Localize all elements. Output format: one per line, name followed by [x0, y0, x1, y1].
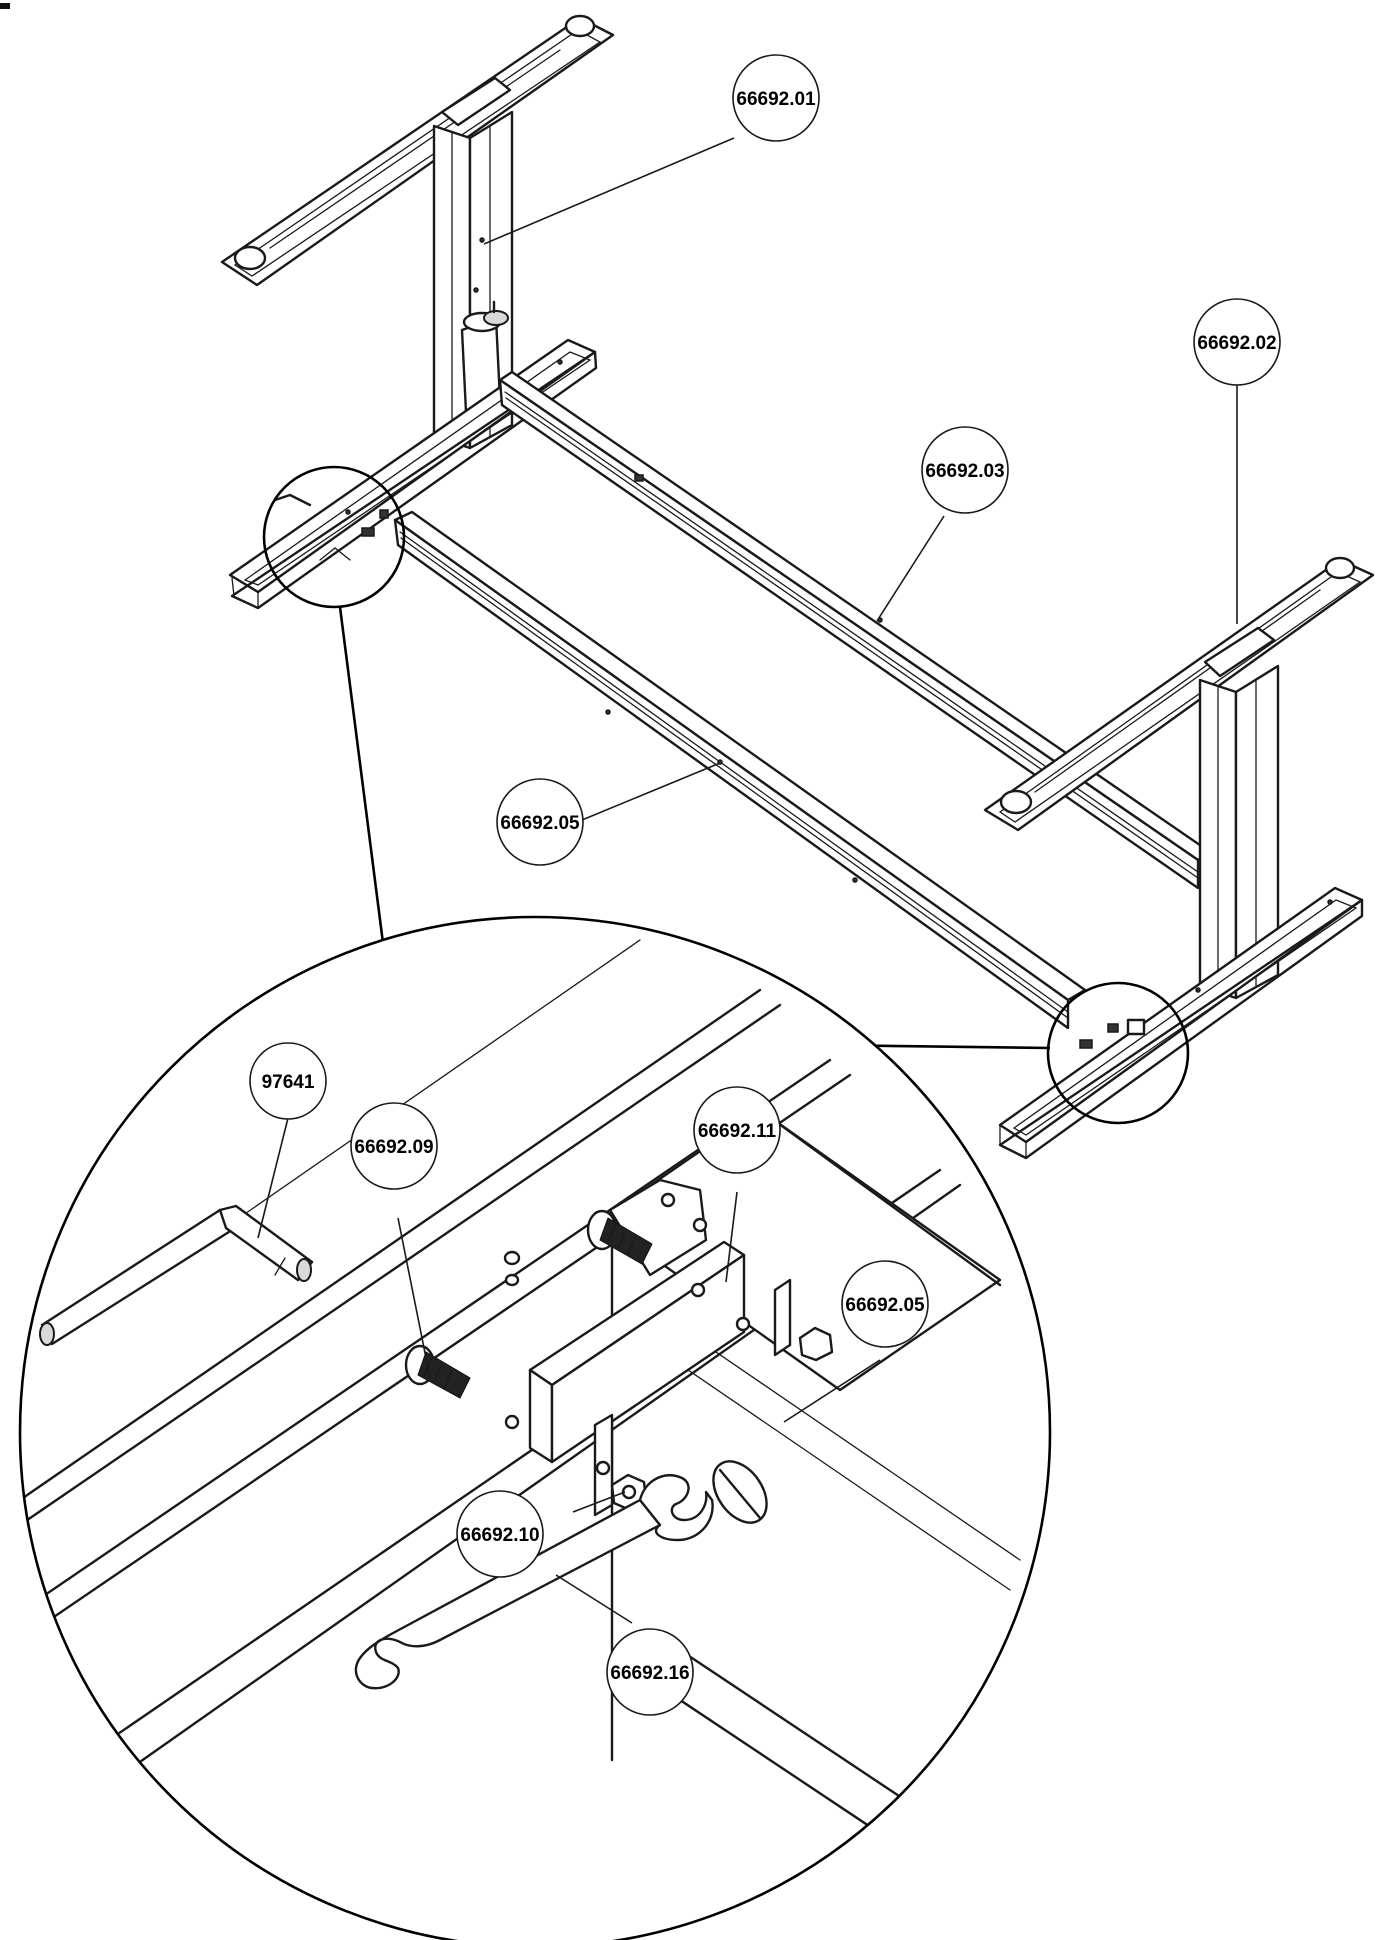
- bolt-upper: [586, 1209, 653, 1265]
- callout-label: 66692.11: [698, 1121, 777, 1142]
- callout-label: 66692.03: [925, 461, 1004, 482]
- callout-66692-05-top: 66692.05: [496, 778, 584, 866]
- callout-label: 66692.02: [1197, 333, 1276, 354]
- bolt-66692-09: [404, 1344, 471, 1399]
- table-frame-assembly: [220, 14, 1375, 1160]
- corner-mark: [0, 3, 10, 9]
- callout-66692-02: 66692.02: [1193, 298, 1281, 386]
- right-top-support: [983, 556, 1375, 1000]
- upper-crossbar: [498, 370, 1212, 890]
- right-joint-detail: [1079, 1018, 1146, 1049]
- left-joint-detail: [273, 493, 389, 561]
- left-magnify-ring: [262, 465, 406, 609]
- callout-label: 66692.10: [460, 1525, 539, 1546]
- leader-lines: [257, 137, 1238, 1624]
- callout-66692-11: 66692.11: [693, 1086, 781, 1174]
- allen-key-97641: [39, 1204, 314, 1346]
- zoom-connector-left: [338, 606, 385, 944]
- detail-circle-border: [18, 915, 1052, 1940]
- left-foot: [228, 338, 598, 610]
- right-foot: [998, 886, 1364, 1160]
- right-magnify-ring: [1046, 981, 1190, 1125]
- callout-66692-09: 66692.09: [350, 1102, 438, 1190]
- callout-label: 66692.09: [354, 1137, 433, 1158]
- detail-view: [18, 915, 1052, 1940]
- wrench-66692-16: [354, 1460, 768, 1690]
- callout-label: 66692.05: [845, 1295, 925, 1316]
- callout-66692-16: 66692.16: [606, 1628, 694, 1716]
- callout-label: 66692.01: [736, 89, 816, 110]
- callout-66692-10: 66692.10: [456, 1490, 544, 1578]
- callout-66692-01: 66692.01: [732, 54, 820, 142]
- callout-label: 66692.05: [500, 813, 580, 834]
- callout-66692-03: 66692.03: [921, 426, 1009, 514]
- left-top-support: [220, 14, 615, 450]
- callout-label: 97641: [262, 1072, 315, 1093]
- callout-66692-05-detail: 66692.05: [841, 1260, 929, 1348]
- callout-label: 66692.16: [610, 1663, 689, 1684]
- callout-97641: 97641: [249, 1042, 327, 1120]
